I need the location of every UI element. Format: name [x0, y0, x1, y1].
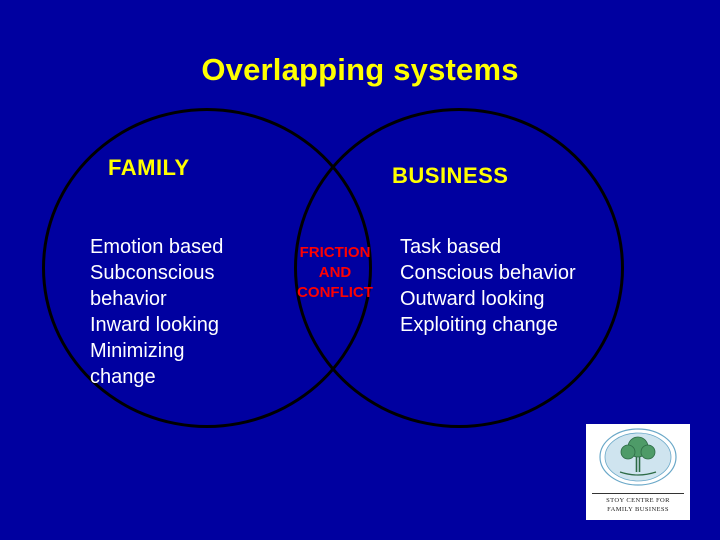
family-label: FAMILY — [108, 155, 190, 180]
tree-emblem-icon — [586, 424, 690, 492]
organization-logo: STOY CENTRE FOR FAMILY BUSINESS — [586, 424, 690, 520]
page-title: Overlapping systems — [201, 52, 519, 87]
logo-divider — [592, 493, 684, 494]
overlap-friction-text: FRICTION AND CONFLICT — [297, 244, 373, 301]
venn-diagram — [42, 108, 642, 428]
venn-circle-business — [294, 108, 624, 428]
logo-line-2: FAMILY BUSINESS — [607, 506, 669, 513]
logo-line-1: STOY CENTRE FOR — [606, 497, 670, 504]
business-attributes-text: Task based Conscious behavior Outward lo… — [400, 236, 576, 336]
business-label: BUSINESS — [392, 163, 509, 188]
family-attributes-text: Emotion based Subconscious behavior Inwa… — [90, 236, 224, 388]
